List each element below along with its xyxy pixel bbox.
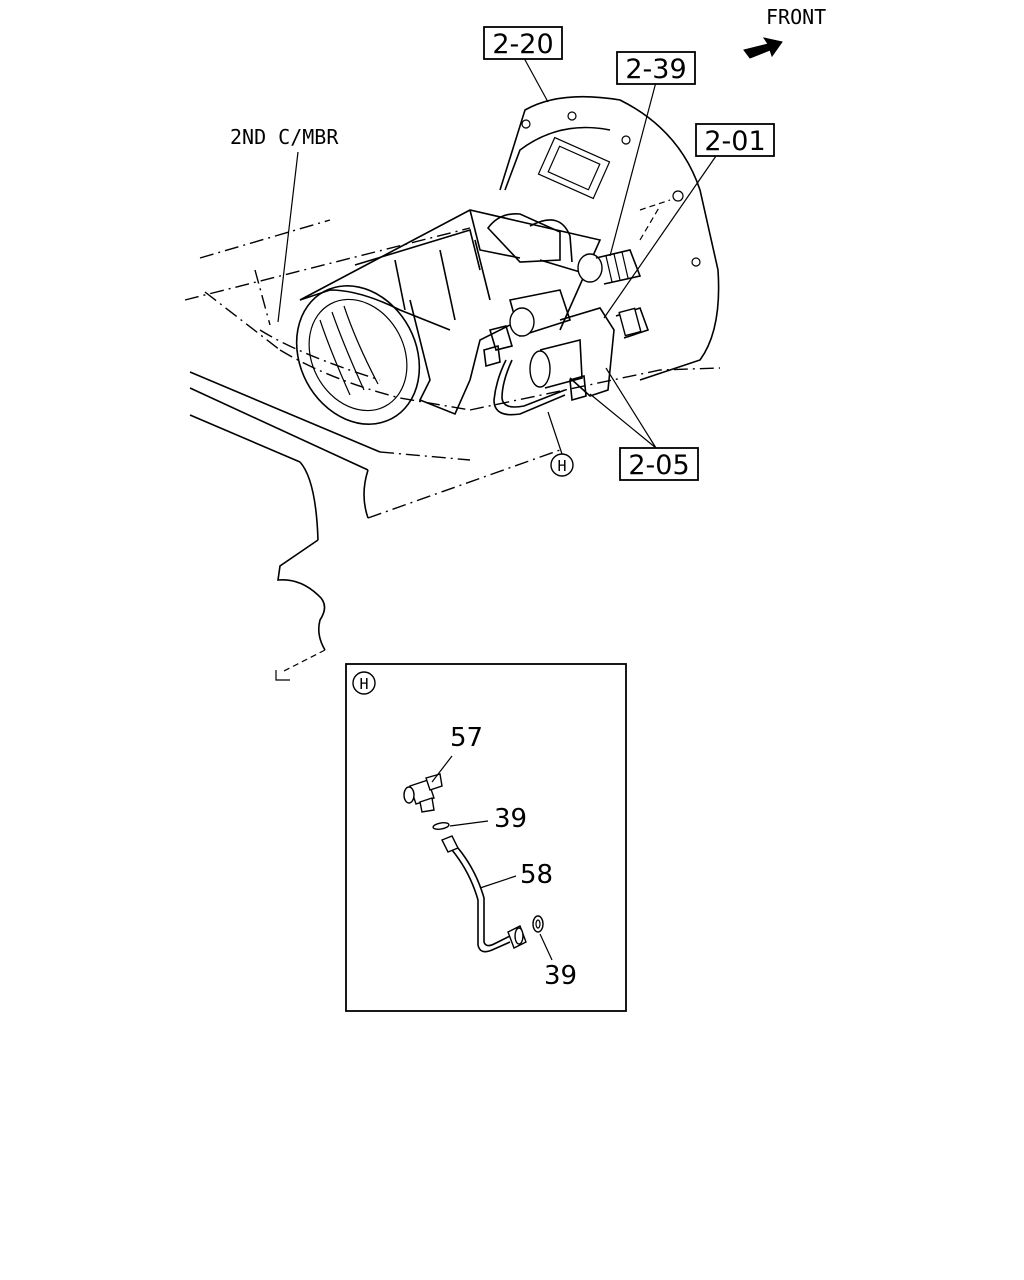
front-arrow-icon: [743, 37, 783, 59]
leader-2-05a: [589, 393, 657, 449]
front-label: FRONT: [766, 5, 826, 29]
part-39-washer-upper: [432, 822, 450, 830]
clutch-housing: [499, 95, 720, 381]
part-number-58: 58: [520, 860, 553, 890]
svg-text:2-05: 2-05: [628, 450, 689, 481]
leader-58: [479, 875, 517, 889]
leader-39-upper: [449, 820, 489, 827]
svg-text:2-20: 2-20: [492, 29, 553, 60]
leader-2-05b: [605, 367, 657, 449]
part-number-57: 57: [450, 723, 483, 753]
svg-text:2-01: 2-01: [704, 126, 765, 157]
leader-39-lower: [539, 933, 553, 961]
leader-2-01: [603, 155, 717, 319]
leader-2-39: [609, 81, 657, 257]
cross-member-leader: [277, 151, 299, 323]
ref-box-2-20: 2-20: [483, 26, 563, 60]
leader-57: [431, 755, 453, 783]
part-58-pipe: [441, 835, 527, 953]
leader-h: [547, 411, 563, 455]
valve-assembly: [483, 306, 650, 416]
ref-box-2-39: 2-39: [616, 51, 696, 85]
ref-box-2-01: 2-01: [695, 123, 775, 157]
leader-2-20: [523, 57, 549, 103]
part-57-fitting: [403, 773, 443, 813]
cross-member-label: 2ND C/MBR: [230, 125, 339, 149]
transmission-body: [295, 209, 642, 425]
part-number-39-upper: 39: [494, 804, 527, 834]
svg-text:H: H: [557, 457, 566, 475]
part-39-washer-lower: [532, 915, 544, 933]
svg-text:2-39: 2-39: [625, 54, 686, 85]
chassis-frame: [184, 219, 721, 681]
detail-box-marker: [352, 671, 376, 695]
detail-marker-h: H: [550, 453, 574, 477]
detail-inset: H 57 39 58 39: [345, 663, 627, 1012]
part-number-39-lower: 39: [544, 961, 577, 991]
svg-text:H: H: [359, 675, 368, 693]
ref-box-2-05: 2-05: [619, 447, 699, 481]
